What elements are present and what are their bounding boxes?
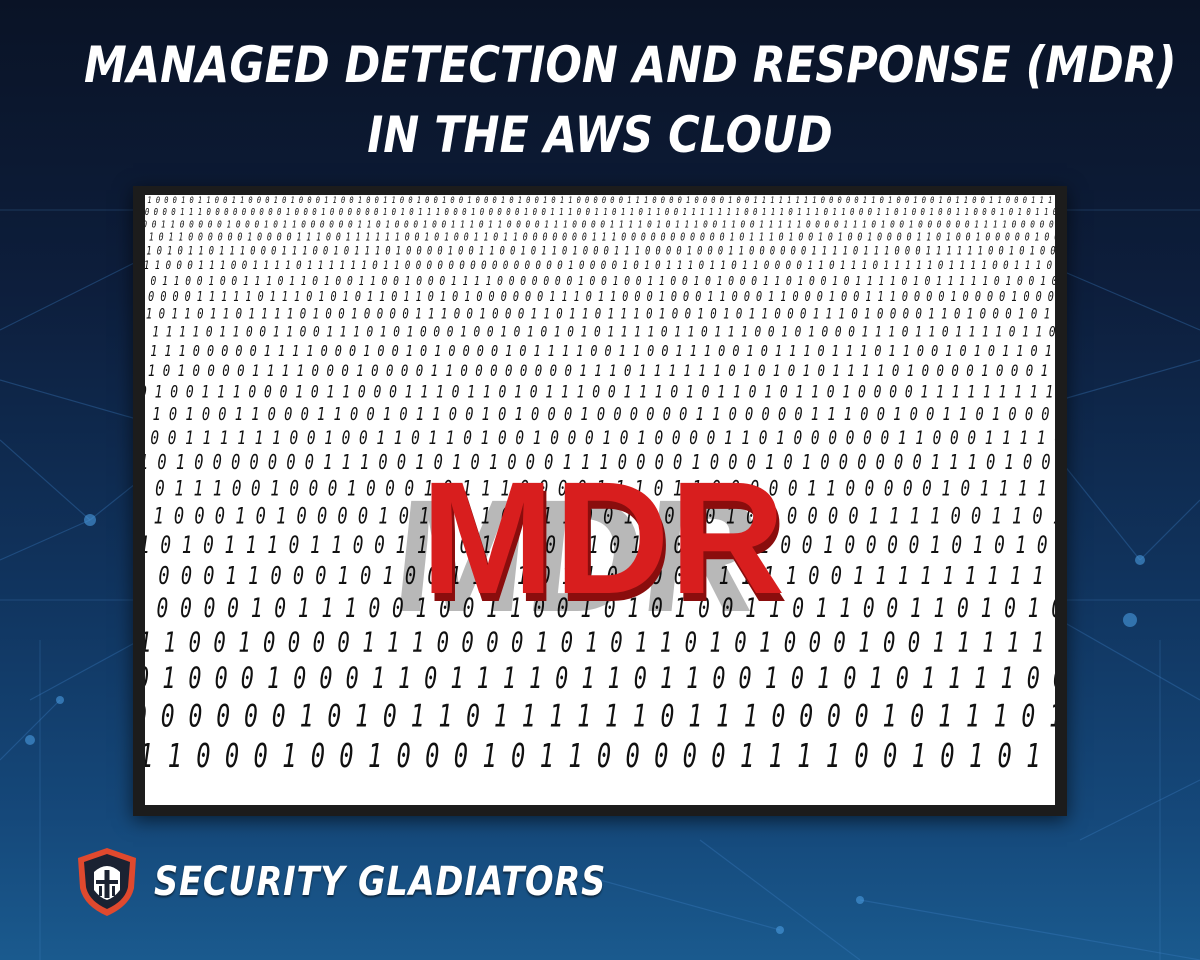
binary-row: 0 1 0 0 0 1 0 1 1 0 0 1 1 0 0 0 1 0 1 0 …: [145, 196, 1055, 206]
mdr-text: MDR: [421, 448, 785, 627]
mdr-3d-letters: MDR MDR MDR: [385, 448, 788, 645]
binary-row: 1 1 1 1 0 0 0 0 0 1 1 1 1 0 0 0 1 0 0 1 …: [145, 342, 1055, 360]
binary-row: 1 0 0 0 1 1 0 0 0 1 0 1 0 0 1 1 1 1 0 1 …: [145, 561, 1055, 590]
binary-row: 1 1 0 1 0 0 1 1 0 0 0 1 1 0 0 1 0 1 1 0 …: [145, 404, 1055, 425]
mdr-binary-photo: 0 1 0 0 0 1 0 1 1 0 0 1 1 0 0 0 1 0 1 0 …: [145, 195, 1055, 805]
binary-row: 1 1 0 0 0 1 0 0 1 0 0 0 1 0 1 1 0 0 0 0 …: [145, 737, 1055, 775]
brand-name: SECURITY GLADIATORS: [154, 859, 607, 905]
security-gladiators-logo: SECURITY GLADIATORS: [74, 846, 692, 918]
binary-row: 0 1 0 0 0 1 0 1 0 0 0 0 1 0 1 1 0 1 0 1 …: [145, 503, 1055, 529]
binary-row: 0 0 0 1 1 0 0 0 0 0 1 0 0 0 1 0 1 1 0 0 …: [145, 219, 1055, 230]
binary-digits-background: 0 1 0 0 0 1 0 1 1 0 0 1 1 0 0 0 1 0 1 0 …: [145, 196, 1055, 775]
binary-row: 0 1 0 1 1 0 1 1 0 1 1 1 1 0 1 0 0 1 0 0 …: [145, 306, 1055, 322]
headline: MANAGED DETECTION AND RESPONSE (MDR) IN …: [84, 30, 1177, 170]
binary-row: 0 0 0 1 1 1 1 1 1 0 0 1 0 0 1 1 0 1 1 0 …: [145, 427, 1055, 449]
binary-row: 0 0 0 0 0 0 1 0 1 0 1 1 0 1 1 1 1 1 1 0 …: [145, 699, 1055, 735]
binary-row: 0 0 1 1 1 0 0 1 0 0 0 1 0 0 0 1 0 1 1 1 …: [145, 475, 1055, 500]
svg-text:MDR: MDR: [385, 466, 768, 645]
headline-line-2: IN THE AWS CLOUD: [367, 106, 833, 164]
gladiator-helmet-shield-icon: [78, 848, 136, 916]
binary-row: 1 0 1 1 0 0 1 0 0 1 1 1 0 1 1 0 1 0 0 1 …: [145, 273, 1055, 288]
binary-row: 1 0 0 0 0 1 1 1 0 0 0 0 0 0 0 0 0 1 0 0 …: [145, 207, 1055, 218]
svg-text:MDR: MDR: [424, 456, 788, 635]
binary-row: 1 1 0 1 0 0 0 0 1 1 1 1 0 0 0 1 0 0 0 0 …: [145, 361, 1055, 380]
binary-row: 1 0 0 0 0 1 1 1 1 1 0 1 1 1 0 1 0 1 0 1 …: [145, 290, 1055, 305]
binary-row: 1 1 1 1 1 0 1 1 0 0 1 1 0 0 1 1 1 0 1 0 …: [145, 324, 1055, 341]
binary-row: 1 0 1 0 0 0 0 0 0 0 1 1 1 0 0 1 0 1 0 1 …: [145, 450, 1055, 474]
binary-row: 1 0 0 0 0 1 0 1 1 1 0 0 1 0 0 1 1 0 0 1 …: [145, 594, 1055, 624]
headline-line-1: MANAGED DETECTION AND RESPONSE (MDR): [84, 36, 1177, 94]
binary-row: 0 1 1 0 0 0 1 1 1 0 0 1 1 1 1 0 1 1 1 1 …: [145, 258, 1055, 272]
binary-row: 0 1 0 0 1 1 1 0 0 0 1 0 1 1 0 0 0 1 1 1 …: [145, 382, 1055, 402]
binary-row: 1 1 0 0 1 0 0 0 0 1 1 1 0 0 0 0 1 0 1 0 …: [145, 625, 1055, 658]
binary-row: 0 1 0 1 0 1 1 0 1 1 1 0 0 0 1 1 1 0 0 1 …: [145, 245, 1055, 258]
binary-row: 0 1 0 0 0 1 0 0 0 1 1 0 1 1 1 1 0 1 1 0 …: [145, 661, 1055, 695]
binary-row: 1 1 0 1 1 0 0 0 0 0 0 1 0 0 0 0 1 1 1 0 …: [145, 232, 1055, 244]
binary-row: 1 0 1 0 1 1 1 0 1 1 0 0 1 1 1 0 1 0 0 0 …: [145, 531, 1055, 559]
